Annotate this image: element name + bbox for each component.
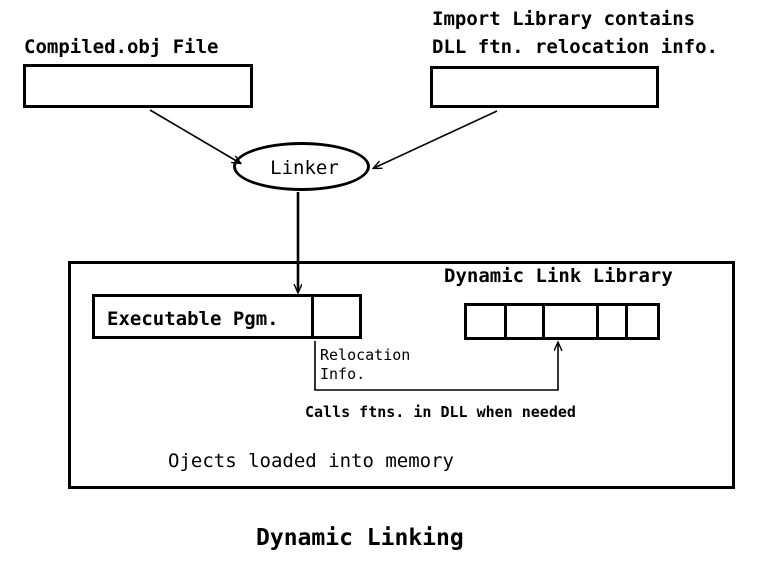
executable-pgm-label: Executable Pgm. <box>107 308 279 330</box>
dll-cell-divider-4 <box>625 306 628 337</box>
dll-caption: Dynamic Link Library <box>444 265 673 287</box>
executable-pgm-divider <box>311 297 314 336</box>
executable-pgm-box: Executable Pgm. <box>92 294 362 339</box>
arrow-compiled-obj-to-linker <box>149 109 240 163</box>
relocation-info-line2: Info. <box>320 365 366 383</box>
compiled-obj-box <box>23 64 253 108</box>
dll-box <box>464 303 660 340</box>
linker-label: Linker <box>270 157 339 179</box>
import-library-caption-line1: Import Library contains <box>432 8 696 30</box>
compiled-obj-caption: Compiled.obj File <box>24 36 219 58</box>
dll-cell-divider-1 <box>504 306 507 337</box>
arrow-import-library-to-linker <box>374 110 498 168</box>
dll-cell-divider-2 <box>542 306 545 337</box>
figure-title: Dynamic Linking <box>256 525 464 551</box>
calls-note: Calls ftns. in DLL when needed <box>305 403 576 421</box>
import-library-caption-line2: DLL ftn. relocation info. <box>432 36 718 58</box>
import-library-box <box>430 66 659 108</box>
linker-ellipse: Linker <box>233 142 370 191</box>
memory-box-label: Ojects loaded into memory <box>168 450 454 472</box>
relocation-info-line1: Relocation <box>320 346 411 364</box>
dll-cell-divider-3 <box>596 306 599 337</box>
